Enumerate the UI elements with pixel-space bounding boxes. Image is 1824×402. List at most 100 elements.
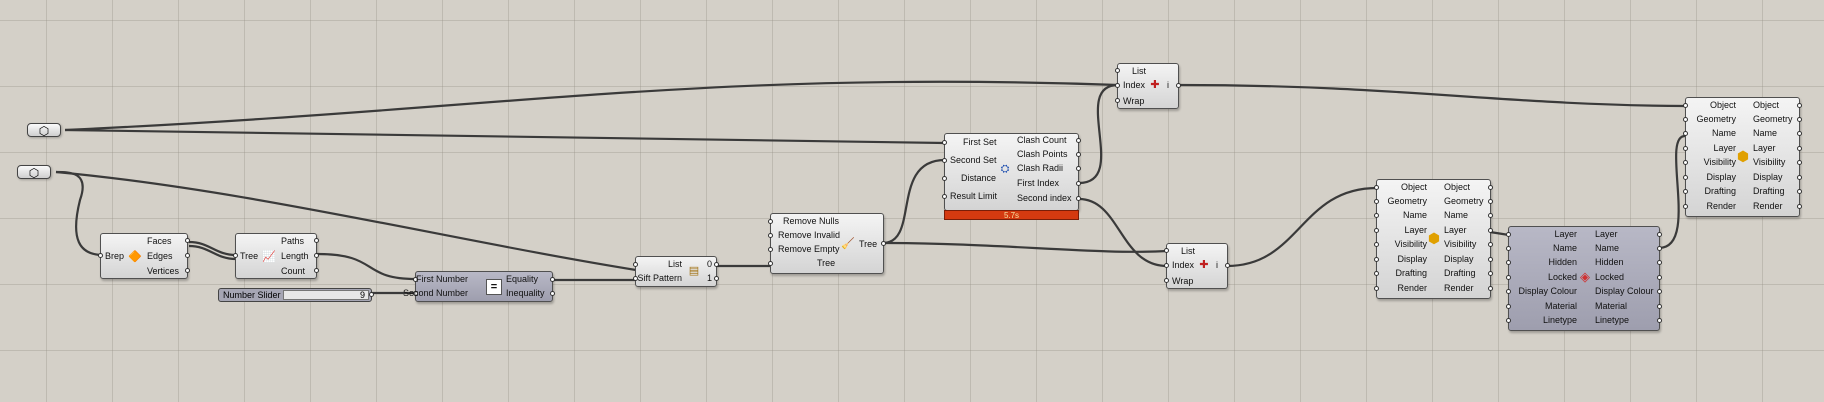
input-port[interactable] — [1683, 146, 1688, 151]
tree-statistics-component[interactable]: Tree 📈 Paths Length Count — [233, 233, 319, 279]
sift-pattern-component[interactable]: List Sift Pattern ▤ 0 1 — [633, 256, 719, 287]
output-port[interactable] — [1488, 228, 1493, 233]
input-port[interactable] — [1506, 318, 1511, 323]
output-port[interactable] — [1797, 160, 1802, 165]
output-port[interactable] — [1657, 289, 1662, 294]
output-port[interactable] — [1076, 152, 1081, 157]
output-port[interactable] — [1176, 83, 1181, 88]
input-port[interactable] — [633, 262, 638, 267]
input-port[interactable] — [1374, 242, 1379, 247]
output-port[interactable] — [1488, 213, 1493, 218]
input-port[interactable] — [768, 247, 773, 252]
input-port[interactable] — [1683, 189, 1688, 194]
clean-tree-component[interactable]: Remove Nulls Remove Invalid Remove Empty… — [768, 213, 886, 274]
input-port[interactable] — [233, 253, 238, 258]
output-port[interactable] — [1657, 318, 1662, 323]
input-port[interactable] — [1683, 131, 1688, 136]
output-port[interactable] — [1488, 185, 1493, 190]
output-port[interactable] — [1797, 103, 1802, 108]
output-port[interactable] — [185, 268, 190, 273]
input-port[interactable] — [1683, 103, 1688, 108]
input-port[interactable] — [1115, 68, 1120, 73]
input-port[interactable] — [1506, 304, 1511, 309]
input-port[interactable] — [633, 276, 638, 281]
input-port[interactable] — [1506, 260, 1511, 265]
input-port[interactable] — [1115, 83, 1120, 88]
geometry-param[interactable]: ⬡ — [27, 123, 61, 138]
equality-component[interactable]: First Number Second Number = Equality In… — [403, 271, 555, 302]
input-port[interactable] — [1374, 286, 1379, 291]
list-item-component-2[interactable]: List Index Wrap ✚ i — [1164, 243, 1230, 289]
input-port[interactable] — [1683, 204, 1688, 209]
list-item-component[interactable]: List Index Wrap ✚ i — [1115, 63, 1181, 109]
output-port[interactable] — [550, 277, 555, 282]
input-port[interactable] — [1506, 246, 1511, 251]
input-port[interactable] — [1164, 248, 1169, 253]
input-port[interactable] — [1374, 271, 1379, 276]
object-details-component-2[interactable]: Object Geometry Name Layer Visibility Di… — [1683, 97, 1802, 217]
input-port[interactable] — [1374, 228, 1379, 233]
output-port[interactable] — [1225, 263, 1230, 268]
output-port[interactable] — [1657, 246, 1662, 251]
output-port[interactable] — [714, 262, 719, 267]
input-port[interactable] — [768, 261, 773, 266]
clash-component[interactable]: First Set Second Set Distance Result Lim… — [942, 133, 1081, 211]
output-port[interactable] — [1076, 166, 1081, 171]
input-port[interactable] — [942, 176, 947, 181]
slider-track[interactable]: 9 — [283, 290, 369, 300]
output-port[interactable] — [369, 292, 374, 297]
output-port[interactable] — [314, 238, 319, 243]
input-port[interactable] — [98, 253, 103, 258]
input-port[interactable] — [1164, 278, 1169, 283]
input-port[interactable] — [1115, 98, 1120, 103]
input-port[interactable] — [413, 291, 418, 296]
output-port[interactable] — [185, 253, 190, 258]
output-port[interactable] — [1488, 199, 1493, 204]
output-port[interactable] — [714, 276, 719, 281]
output-port[interactable] — [1797, 117, 1802, 122]
input-port[interactable] — [1374, 185, 1379, 190]
input-port[interactable] — [1683, 160, 1688, 165]
input-port[interactable] — [942, 158, 947, 163]
output-port[interactable] — [881, 241, 886, 246]
output-port[interactable] — [1797, 175, 1802, 180]
output-port[interactable] — [314, 253, 319, 258]
output-port[interactable] — [1488, 257, 1493, 262]
output-port[interactable] — [314, 268, 319, 273]
output-port[interactable] — [1797, 131, 1802, 136]
input-port[interactable] — [1506, 275, 1511, 280]
output-port[interactable] — [1076, 181, 1081, 186]
input-port[interactable] — [1683, 175, 1688, 180]
input-port[interactable] — [1374, 199, 1379, 204]
output-port[interactable] — [1488, 242, 1493, 247]
input-port[interactable] — [413, 277, 418, 282]
output-port[interactable] — [1657, 304, 1662, 309]
input-port[interactable] — [1506, 289, 1511, 294]
input-port[interactable] — [1374, 257, 1379, 262]
input-port[interactable] — [768, 219, 773, 224]
output-port[interactable] — [1657, 275, 1662, 280]
output-port[interactable] — [1797, 146, 1802, 151]
output-port[interactable] — [1488, 286, 1493, 291]
output-port[interactable] — [1657, 260, 1662, 265]
output-port[interactable] — [1076, 196, 1081, 201]
output-port[interactable] — [550, 291, 555, 296]
input-port[interactable] — [1374, 213, 1379, 218]
input-port[interactable] — [1164, 263, 1169, 268]
geometry-param-2[interactable]: ⬡ — [17, 165, 51, 180]
input-port[interactable] — [768, 233, 773, 238]
output-port[interactable] — [1797, 189, 1802, 194]
output-port[interactable] — [185, 238, 190, 243]
input-port[interactable] — [942, 194, 947, 199]
output-port[interactable] — [1076, 138, 1081, 143]
output-port[interactable] — [1797, 204, 1802, 209]
output-port[interactable] — [1657, 232, 1662, 237]
object-details-component[interactable]: Object Geometry Name Layer Visibility Di… — [1374, 179, 1493, 299]
input-port[interactable] — [1506, 232, 1511, 237]
layer-details-component[interactable]: Layer Name Hidden Locked Display Colour … — [1506, 226, 1662, 331]
input-port[interactable] — [942, 140, 947, 145]
deconstruct-brep-component[interactable]: Brep 🔶 Faces Edges Vertices — [98, 233, 190, 279]
output-port[interactable] — [1488, 271, 1493, 276]
number-slider[interactable]: Number Slider 9 — [218, 288, 374, 302]
